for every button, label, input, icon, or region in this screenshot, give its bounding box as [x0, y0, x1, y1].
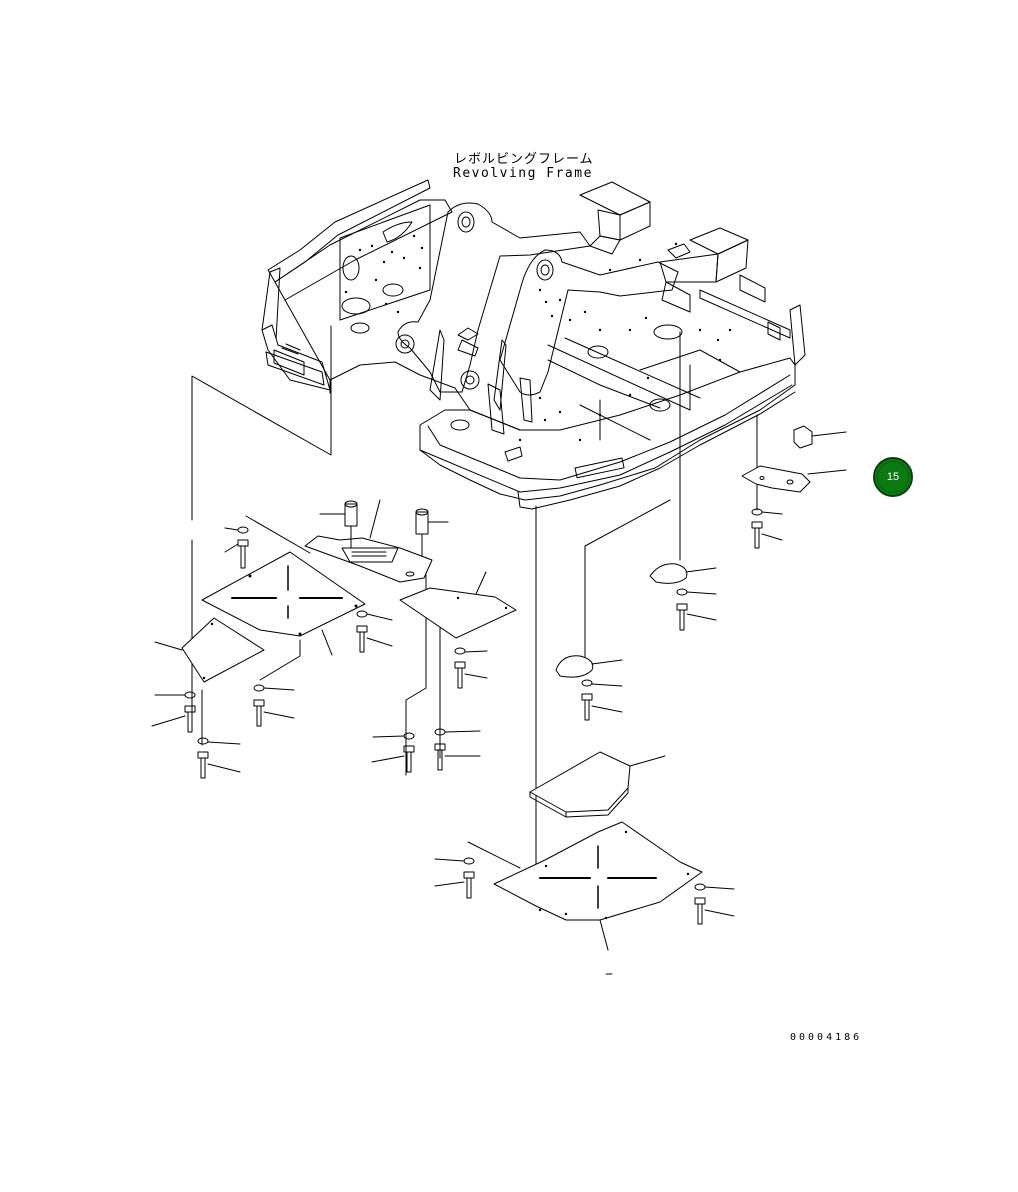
bolt-set-11 — [582, 680, 622, 720]
bottom-cover-plate — [468, 822, 702, 974]
bolt-set-5 — [198, 738, 240, 778]
bolt-washer-sets — [152, 509, 782, 924]
bolt-set-2 — [357, 611, 392, 652]
round-cover-upper — [650, 564, 716, 584]
callout-badge-15[interactable]: 15 — [873, 457, 913, 497]
leader-lines — [192, 326, 757, 880]
center-small-plate — [400, 572, 516, 638]
small-left-plate — [155, 618, 264, 682]
bolt-set-3 — [152, 692, 195, 732]
control-plate — [305, 500, 432, 582]
lever-knob-right — [416, 509, 448, 556]
bolt-set-12 — [435, 858, 474, 898]
left-cover-plate — [202, 552, 365, 655]
bolt-set-9 — [752, 509, 782, 548]
bolt-set-7 — [372, 733, 414, 772]
title-japanese: レボルビングフレーム — [454, 152, 594, 167]
bolt-set-1 — [225, 527, 248, 568]
bolt-set-8 — [435, 729, 480, 770]
floor-mat — [530, 752, 665, 817]
lever-knob-left — [320, 501, 357, 548]
bolt-set-4 — [254, 685, 294, 726]
round-cover-lower — [556, 656, 622, 677]
bolt-set-13 — [695, 884, 734, 924]
bolt-set-6 — [455, 648, 487, 688]
revolving-frame — [262, 180, 805, 509]
bolt-set-10 — [677, 589, 716, 630]
rubber-block — [794, 426, 846, 448]
title-english: Revolving Frame — [453, 166, 593, 181]
document-number: 00004186 — [790, 1032, 863, 1043]
right-bracket — [742, 466, 846, 492]
callout-badge-ring — [877, 461, 909, 493]
